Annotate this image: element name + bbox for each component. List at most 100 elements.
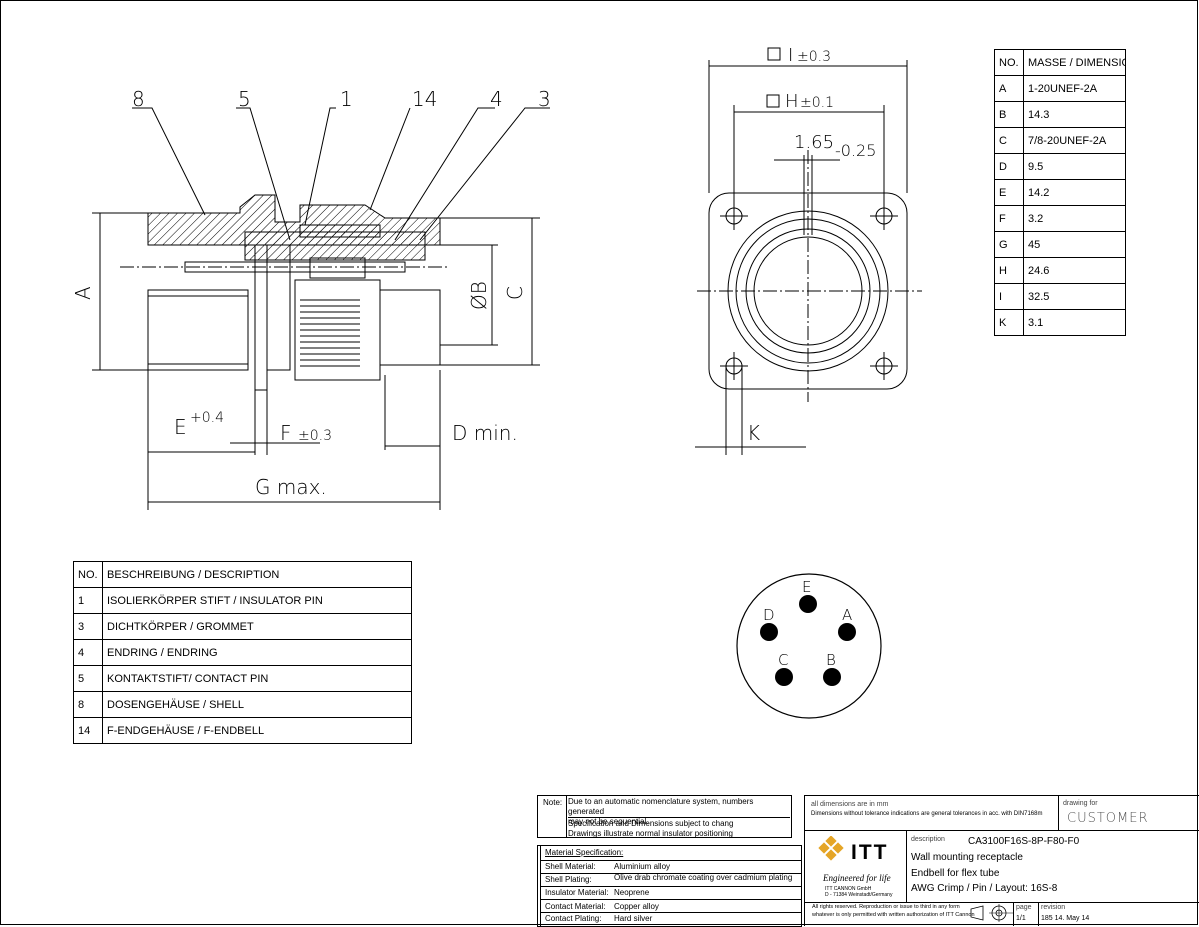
contact-label-a: A [842,606,852,624]
contact-label-e: E [802,578,811,596]
all-dims-note: all dimensions are in mm [811,801,889,808]
callout-1: 1 [340,87,353,111]
dim-g-label: G max. [255,475,327,499]
tagline: Engineered for life [823,873,891,883]
title-block: all dimensions are in mm Dimensions with… [804,795,1199,926]
material-row: Insulator Material:Neoprene [545,888,650,897]
note-line-2: may not be sequential. [568,817,649,826]
dim-165-label: 1.65 [794,132,834,153]
header-description: BESCHREIBUNG / DESCRIPTION [102,561,412,588]
material-row: Shell Material:Aluminium alloy [545,862,671,871]
rights-line-2: whatever is only permitted with written … [812,912,975,918]
contact-label-d: D [763,606,775,624]
note-line-4: Drawings illustrate normal insulator pos… [568,829,733,838]
company-line-2: D - 71384 Weinstadt/Germany [825,892,893,898]
materials-box: Material Specification: Shell Material:A… [537,845,802,927]
dim-f-label: F [280,421,292,445]
contact-c [775,668,793,686]
front-dim-text: I ±0.3 H ±0.1 1.65 -0.25 K [747,45,876,445]
tolerance-note: Dimensions without tolerance indications… [811,811,1043,817]
section-view [92,107,550,510]
knurl-lines [300,299,360,367]
materials-title: Material Specification: [545,848,624,857]
grommet-part [299,224,381,238]
dim-h-tol: ±0.1 [800,95,834,111]
dim-a-label: A [71,286,95,300]
contact-b [823,668,841,686]
callout-5: 5 [238,87,251,111]
dimension-table: NO. MASSE / DIMENSION A1-20UNEF-2A B14.3… [994,49,1126,336]
dim-e-tol: +0.4 [190,410,224,426]
note-line-1: Due to an automatic nomenclature system,… [568,797,754,816]
description-label: description [911,836,945,843]
itt-logo: ITT [817,836,902,866]
drawing-for-label: drawing for [1063,800,1098,807]
page-value: 1/1 [1016,915,1026,922]
part-number: CA3100F16S-8P-F80-F0 [968,836,1080,847]
material-row: Contact Material:Copper alloy [545,902,659,911]
page-label: page [1016,904,1032,911]
contact-a [838,623,856,641]
rights-line-1: All rights reserved. Reproduction or iss… [812,904,960,910]
dim-e-label: E [174,415,187,439]
dim-c-label: C [503,286,527,300]
header-no: NO. [994,49,1024,76]
dim-h-label: H [785,91,799,112]
notes-box: Note: Due to an automatic nomenclature s… [537,795,792,838]
dim-i-tol: ±0.3 [797,49,831,65]
revision-label: revision [1041,904,1066,911]
section-dim-text: 8 5 1 14 4 3 A ØB C E +0.4 F ±0.3 D min.… [71,87,551,499]
projection-symbol-icon [970,904,1013,922]
table-header: NO. MASSE / DIMENSION [994,49,1126,76]
callout-3: 3 [538,87,551,111]
header-no: NO. [73,561,103,588]
contact-pin [184,261,406,273]
dim-b-label: ØB [467,281,491,310]
table-header: NO. BESCHREIBUNG / DESCRIPTION [73,561,412,588]
company-line-1: ITT CANNON GmbH [825,886,872,892]
callout-4: 4 [490,87,503,111]
dim-i-label: I [788,45,793,66]
description-line-3: AWG Crimp / Pin / Layout: 16S-8 [911,883,1058,894]
header-dimension: MASSE / DIMENSION [1023,49,1126,76]
material-row: Contact Plating:Hard silver [545,914,653,923]
callout-8: 8 [132,87,145,111]
dim-f-tol: ±0.3 [298,428,332,444]
logo-text: ITT [851,841,889,864]
dim-165-tol: -0.25 [835,141,876,160]
contact-layout: E D A C B [736,573,882,719]
callout-14: 14 [412,87,437,111]
contact-e [799,595,817,613]
dim-d-label: D min. [452,421,518,445]
description-line-2: Endbell for flex tube [911,868,1000,879]
drawing-for-value: CUSTOMER [1067,811,1149,826]
contact-label-b: B [826,651,836,669]
contact-label-c: C [778,651,788,669]
material-row: Shell Plating:Olive drab chromate coatin… [545,873,793,884]
note-line-3: Specification and Dimensions subject to … [568,819,734,828]
dim-k-label: K [747,421,760,445]
contact-d [760,623,778,641]
revision-value: 185 14. May 14 [1041,915,1090,922]
notes-label: Note: [543,798,563,807]
description-line-1: Wall mounting receptacle [911,852,1023,863]
front-view [695,60,922,455]
